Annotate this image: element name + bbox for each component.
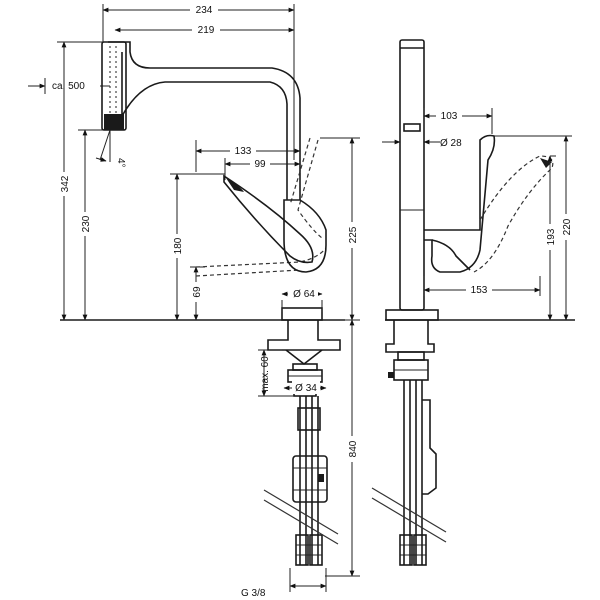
dimension-lever-reach: 133 99 — [195, 140, 301, 180]
dim-label-193: 193 — [546, 228, 557, 245]
dimension-lever-swing: 180 — [170, 173, 225, 321]
mounting-assembly: Ø 34 max. 60 — [258, 320, 341, 397]
faucet-spout — [101, 41, 301, 200]
dim-label-spray-angle: 4° — [115, 158, 126, 168]
counter-section-hatch — [263, 489, 339, 545]
dimension-spout-width: 219 — [114, 23, 295, 36]
side-view: 103 Ø 28 153 193 — [371, 39, 575, 566]
dim-label-153: 153 — [471, 285, 488, 296]
dim-label-connection-thread: G 3/8 — [241, 588, 266, 599]
dim-label-840: 840 — [348, 440, 359, 457]
dim-label-spout-diameter: Ø 28 — [440, 138, 462, 149]
dim-label-230: 230 — [81, 215, 92, 232]
dimension-spout-height: 230 — [78, 129, 104, 321]
dimension-side-lever-height-low: 193 — [544, 155, 557, 321]
side-lever — [424, 134, 554, 273]
dim-label-133: 133 — [235, 146, 252, 157]
dim-label-180: 180 — [173, 237, 184, 254]
dim-label-base-diameter: Ø 64 — [293, 289, 315, 300]
side-counter-hatch — [371, 487, 447, 543]
dimension-lever-height: 69 — [190, 266, 205, 321]
dimension-spray-angle: 4° — [95, 129, 126, 168]
dimension-hose-extension: ca. 500 — [28, 78, 110, 94]
faucet-body — [223, 174, 327, 273]
dim-label-69: 69 — [192, 286, 203, 298]
dim-label-220: 220 — [562, 218, 573, 235]
dimension-side-spout-diameter: Ø 28 — [382, 138, 462, 149]
side-base — [385, 309, 575, 381]
front-view: 234 219 ca. 500 4° 342 — [28, 3, 360, 599]
dimension-side-lever-depth: 103 — [423, 108, 493, 134]
dim-label-234: 234 — [196, 5, 213, 16]
lever-alt-position — [195, 137, 327, 277]
dimension-connection-thread: G 3/8 — [241, 568, 327, 599]
dimension-side-lever-reach: 153 — [423, 276, 541, 296]
side-spout — [399, 39, 425, 311]
dim-label-103: 103 — [441, 111, 458, 122]
dim-label-225: 225 — [348, 226, 359, 243]
dim-label-hose-extension: ca. 500 — [52, 81, 85, 92]
dimension-body-height: 225 — [320, 137, 360, 321]
dimension-side-lever-height: 220 — [494, 135, 573, 321]
supply-hoses — [292, 396, 328, 566]
dimension-hose-length: 840 — [325, 319, 360, 577]
side-supply-hoses — [399, 380, 437, 566]
faucet-base: Ø 64 — [60, 287, 345, 321]
dim-label-99: 99 — [254, 159, 266, 170]
dim-label-max-thickness: max. 60 — [260, 356, 271, 392]
dim-label-219: 219 — [198, 25, 215, 36]
dim-label-thread-diameter: Ø 34 — [295, 383, 317, 394]
dim-label-342: 342 — [60, 175, 71, 192]
